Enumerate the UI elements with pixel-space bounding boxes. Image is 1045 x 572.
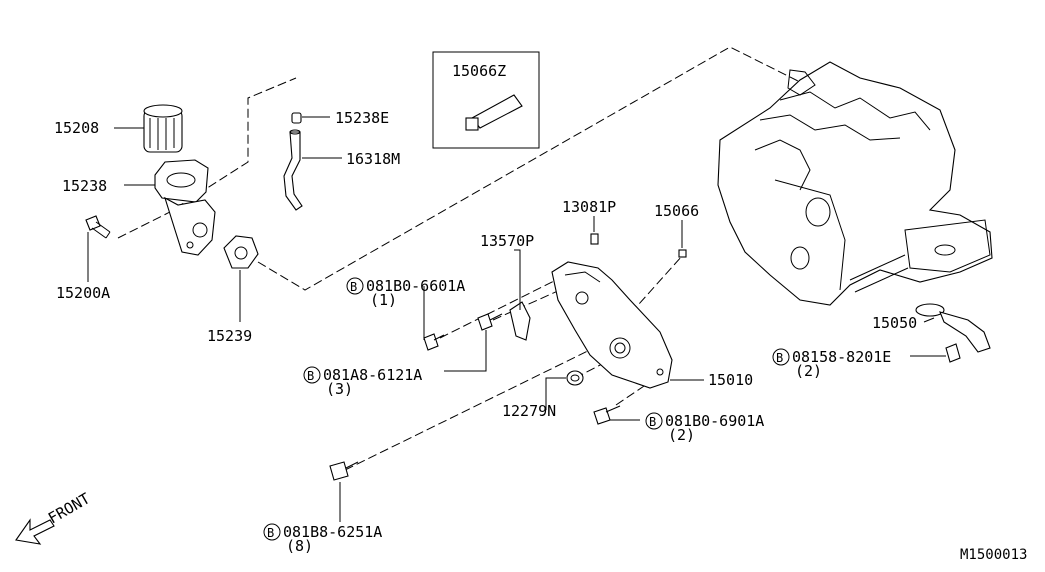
filter-bracket-15238 [154, 159, 216, 256]
bolt-marker-icon [645, 412, 663, 430]
bolt-08158-8201E-shape [945, 343, 961, 363]
label-081B0-6601A: 081B0-6601A [366, 277, 465, 295]
label-081B8-6251A: 081B8-6251A [283, 523, 382, 541]
bolt-081A8-6121A-shape [477, 313, 503, 331]
bolt-marker-icon [263, 523, 281, 541]
gasket-15239 [223, 235, 259, 269]
label-08158-8201E: 08158-8201E [792, 348, 891, 366]
qty-081B0-6901A: (2) [668, 426, 695, 444]
clip-15238E [291, 112, 302, 124]
label-13570P: 13570P [480, 232, 534, 250]
bolt-marker-letter: B [350, 280, 357, 294]
label-15238E: 15238E [335, 109, 389, 127]
label-15208: 15208 [54, 119, 99, 137]
sealant-box-15066Z [432, 51, 540, 149]
bolt-081B8-6251A-shape [329, 461, 359, 481]
label-081A8-6121A: 081A8-6121A [323, 366, 422, 384]
bolt-marker-icon [303, 366, 321, 384]
label-12279N: 12279N [502, 402, 556, 420]
bolt-marker-icon [772, 348, 790, 366]
bolt-marker-letter: B [649, 415, 656, 429]
label-15050: 15050 [872, 314, 917, 332]
qty-081A8-6121A: (3) [326, 380, 353, 398]
hose-16318M [283, 129, 303, 211]
front-cover-15010 [551, 261, 673, 389]
qty-08158-8201E: (2) [795, 362, 822, 380]
leader-lines [87, 116, 946, 522]
bolt-marker-letter: B [776, 351, 783, 365]
oil-strainer-15050 [915, 303, 991, 353]
oil-seal-12279N [566, 370, 584, 386]
qty-081B8-6251A: (8) [286, 537, 313, 555]
label-15010: 15010 [708, 371, 753, 389]
label-15200A: 15200A [56, 284, 110, 302]
bolt-marker-icon [346, 277, 364, 295]
bolt-081B0-6601A-shape [423, 333, 445, 351]
engine-block-illustration [717, 61, 993, 306]
label-13081P: 13081P [562, 198, 616, 216]
bolt-marker-letter: B [267, 526, 274, 540]
stud-13081P [590, 233, 599, 245]
label-16318M: 16318M [346, 150, 400, 168]
oil-filter-15208 [143, 104, 183, 153]
label-081B0-6901A: 081B0-6901A [665, 412, 764, 430]
label-15238: 15238 [62, 177, 107, 195]
front-arrow-icon [15, 518, 55, 545]
bolt-15200A [85, 215, 111, 239]
bolt-081B0-6901A-shape [593, 405, 621, 425]
label-15239: 15239 [207, 327, 252, 345]
label-15066Z: 15066Z [452, 62, 506, 80]
qty-081B0-6601A: (1) [370, 291, 397, 309]
front-label: FRONT [45, 489, 93, 527]
bolt-marker-letter: B [307, 369, 314, 383]
diagram-id: M1500013 [960, 547, 1027, 563]
plug-15066 [678, 249, 687, 258]
label-15066: 15066 [654, 202, 699, 220]
